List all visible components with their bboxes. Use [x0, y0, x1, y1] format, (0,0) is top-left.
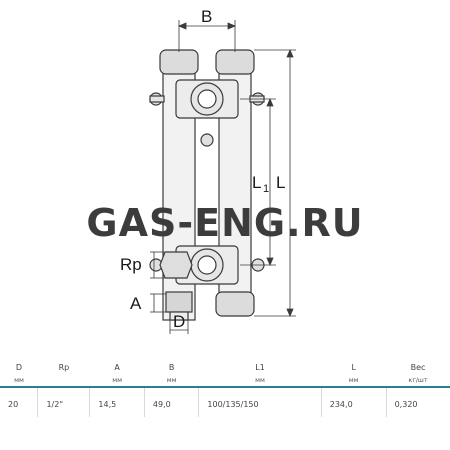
bottom-outlet-inner	[197, 255, 217, 275]
units-row: мм мм мм мм мм кг/шт	[0, 374, 450, 388]
spec-table: D Rp A B L1 L Вес мм мм мм мм мм кг/шт 2…	[0, 360, 450, 417]
col-weight: Вес	[410, 362, 426, 372]
top-lower-lug	[200, 133, 214, 147]
unit-d: мм	[0, 374, 38, 388]
cell-b: 49,0	[143, 387, 199, 417]
unit-rp	[37, 374, 90, 388]
top-left-lug-arm	[149, 95, 165, 103]
watermark-text: GAS-ENG.RU	[86, 201, 364, 245]
rp-nut	[159, 251, 193, 279]
unit-weight: кг/шт	[386, 374, 450, 388]
cell-a: 14,5	[89, 387, 145, 417]
header-row: D Rp A B L1 L Вес	[0, 360, 450, 374]
label-d: D	[173, 312, 185, 331]
cell-weight: 0,320	[385, 387, 450, 417]
fitting-drawing: B L 1 L Rp A D	[120, 7, 296, 334]
unit-l1: мм	[198, 374, 322, 388]
label-l1: L	[252, 173, 261, 192]
unit-a: мм	[89, 374, 145, 388]
label-a: A	[130, 294, 142, 313]
col-l1: L1	[255, 362, 265, 372]
cell-d: 20	[8, 399, 19, 409]
label-b: B	[201, 7, 212, 26]
unit-l: мм	[321, 374, 387, 388]
label-rp: Rp	[120, 255, 142, 274]
col-l: L	[351, 362, 356, 372]
col-b: B	[168, 362, 175, 372]
top-outlet-inner	[197, 89, 217, 109]
right-pipe-cap	[215, 49, 255, 75]
left-pipe-cap	[159, 49, 199, 75]
col-rp: Rp	[58, 362, 70, 372]
label-l1-subscript: 1	[263, 183, 269, 195]
col-d: D	[15, 362, 23, 372]
cell-l: 234,0	[320, 387, 387, 417]
cell-rp: 1/2"	[37, 387, 90, 417]
label-l: L	[276, 173, 285, 192]
bottom-male-fitting-tip	[169, 311, 189, 321]
bottom-male-fitting	[165, 291, 193, 313]
right-pipe-bottom-cap	[215, 291, 255, 317]
table-row: 20 1/2" 14,5 49,0 100/135/150 234,0 0,32…	[0, 387, 450, 417]
col-a: A	[114, 362, 120, 372]
cell-l1: 100/135/150	[198, 387, 322, 417]
unit-b: мм	[144, 374, 199, 388]
